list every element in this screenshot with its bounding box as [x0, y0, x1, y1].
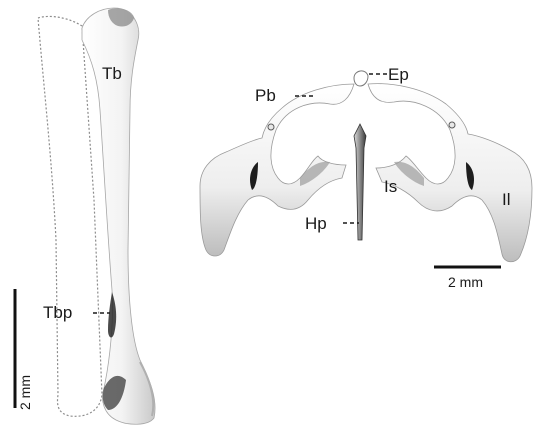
pubis-label: Pb [255, 86, 276, 105]
pelvis-figure [200, 71, 532, 262]
foramen-right [449, 122, 455, 128]
tibial-process-label: Tbp [43, 303, 72, 322]
hypoischium-bone [354, 124, 366, 240]
ischium-label: Is [384, 177, 397, 196]
tibia-label: Tb [102, 64, 122, 83]
ilium-label: Il [502, 190, 511, 209]
right-scale-label: 2 mm [448, 274, 483, 290]
left-scale-bar: 2 mm [15, 289, 33, 410]
pelvis-left-half [200, 84, 354, 256]
foramen-left [268, 124, 274, 130]
tibia-figure [38, 8, 155, 424]
pelvis-right-half [368, 84, 532, 262]
tibia-dotted-outline [38, 16, 102, 416]
left-scale-label: 2 mm [17, 375, 33, 410]
right-scale-bar: 2 mm [434, 267, 501, 290]
epipubis-label: Ep [388, 65, 409, 84]
epipubis-bone [354, 71, 368, 86]
hypoischium-label: Hp [305, 214, 327, 233]
